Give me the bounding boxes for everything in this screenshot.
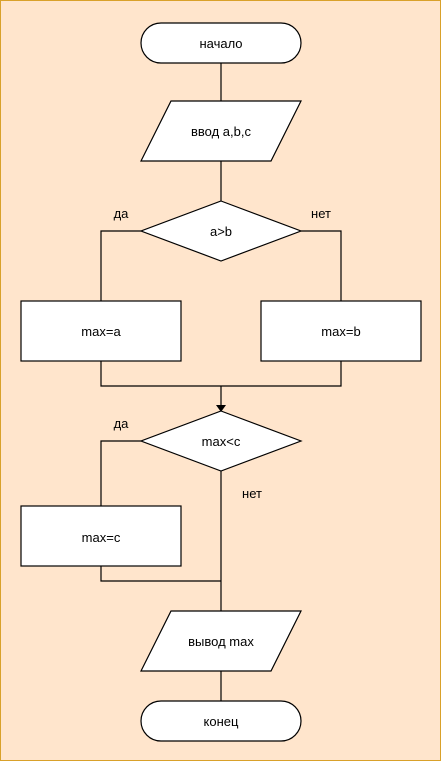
start-terminal: начало — [140, 22, 302, 64]
assign-b-label: max=b — [321, 324, 360, 339]
assign-c-shape — [20, 505, 182, 567]
input-block: ввод a,b,c — [140, 100, 302, 162]
assign-b-block: max=b — [260, 300, 422, 362]
decision-ab-no-label: нет — [311, 206, 331, 221]
connector-ab-no — [301, 230, 342, 301]
decision-maxc-label: max<c — [202, 434, 241, 449]
decision-maxc-shape — [139, 410, 303, 472]
connector-maxc-merge — [100, 566, 221, 582]
connector-maxc-yes — [100, 440, 141, 506]
connector-merge-ab — [100, 361, 342, 387]
end-shape — [140, 700, 302, 742]
decision-maxc-yes-label: да — [114, 416, 130, 431]
decision-ab-label: a>b — [210, 224, 232, 239]
end-label: конец — [204, 714, 239, 729]
decision-ab-yes-label: да — [114, 206, 130, 221]
start-shape — [140, 22, 302, 64]
decision-maxc-no-label: нет — [242, 486, 262, 501]
assign-c-label: max=c — [82, 530, 121, 545]
output-block: вывод max — [140, 610, 302, 672]
connectors — [100, 61, 342, 701]
assign-a-shape — [20, 300, 182, 362]
output-shape — [140, 610, 302, 672]
input-label: ввод a,b,c — [191, 124, 251, 139]
assign-b-shape — [260, 300, 422, 362]
arrowhead-decision2 — [216, 405, 226, 412]
end-terminal: конец — [140, 700, 302, 742]
assign-c-block: max=c — [20, 505, 182, 567]
start-label: начало — [199, 36, 242, 51]
decision-maxc: max<c да нет — [114, 410, 303, 501]
output-label: вывод max — [188, 634, 254, 649]
decision-ab: a>b да нет — [114, 200, 331, 262]
input-shape — [140, 100, 302, 162]
connector-ab-yes — [100, 230, 141, 301]
assign-a-block: max=a — [20, 300, 182, 362]
assign-a-label: max=a — [81, 324, 121, 339]
decision-ab-shape — [139, 200, 303, 262]
